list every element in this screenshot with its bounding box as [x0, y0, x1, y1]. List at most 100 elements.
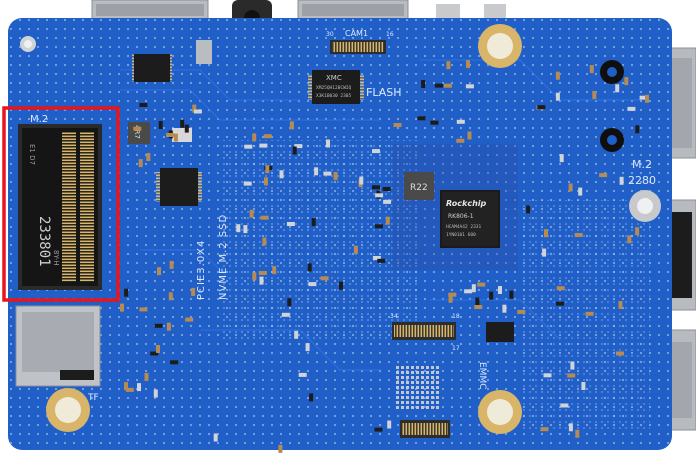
smd-part	[393, 123, 402, 127]
flash-brand: XMC	[326, 74, 342, 82]
smd-part	[467, 131, 472, 140]
smd-part	[585, 311, 594, 316]
smd-part	[124, 288, 129, 297]
smd-part	[372, 149, 380, 154]
smd-part	[575, 429, 580, 438]
flash-line1: XM25QH128CWIQ	[316, 85, 352, 91]
smd-part	[243, 181, 252, 186]
flash-line2: X3K1B030 2305	[316, 93, 352, 99]
conn-18: 18	[452, 313, 460, 320]
smd-part	[263, 134, 272, 139]
smd-part	[166, 133, 175, 137]
smd-part	[624, 77, 629, 86]
smd-part	[627, 106, 636, 111]
smd-part	[286, 222, 295, 226]
soc-brand: Rockchip	[446, 199, 487, 208]
smd-part	[320, 276, 329, 281]
smd-part	[619, 176, 624, 185]
m2-top-label: M.2	[30, 114, 48, 125]
emmc-label: EMMC	[477, 362, 487, 390]
smd-part	[137, 383, 141, 392]
smd-part	[385, 216, 390, 225]
cam1-connector: CAM1 30 16	[326, 29, 394, 54]
smd-part	[173, 133, 178, 142]
smd-part	[323, 171, 332, 176]
smd-part	[125, 387, 134, 392]
smd-part	[509, 290, 514, 299]
m2-left-mark: E1 D7	[28, 144, 36, 165]
smd-part	[333, 172, 338, 181]
smd-part	[326, 139, 330, 148]
smd-part	[615, 84, 620, 93]
cam1-label: CAM1	[345, 29, 368, 38]
smd-part	[540, 427, 549, 432]
smd-part	[154, 323, 163, 328]
smd-part	[278, 444, 283, 453]
smd-part	[265, 165, 270, 174]
smd-part	[489, 291, 494, 300]
smd-part	[555, 71, 560, 80]
smd-part	[294, 144, 303, 149]
smd-part	[599, 173, 608, 178]
smd-part	[279, 170, 284, 179]
highlight-box	[2, 106, 120, 302]
smd-part	[193, 109, 202, 114]
smd-part	[639, 95, 648, 100]
smd-part	[259, 143, 268, 148]
smd-part	[560, 403, 569, 408]
conn-34: 34	[390, 313, 398, 320]
conn-17: 17	[452, 345, 460, 352]
tf-slot: TF	[15, 305, 101, 403]
pcie-label: PCIE3.0X4	[196, 240, 207, 300]
nvme-label: NVME M.2 SSD	[218, 214, 229, 300]
smd-part	[375, 193, 384, 198]
smd-part	[272, 266, 277, 275]
smd-part	[502, 304, 507, 313]
smd-part	[339, 281, 343, 290]
smd-part	[133, 126, 142, 131]
smd-part	[498, 286, 502, 294]
smd-part	[146, 153, 151, 161]
soc-line2: 1YN0101 600	[446, 232, 476, 238]
smd-part	[374, 427, 383, 432]
smd-part	[559, 154, 564, 163]
smd-part	[477, 282, 486, 287]
flash-chip: XMC XM25QH128CWIQ X3K1B030 2305 FLASH	[308, 70, 402, 104]
smd-part	[252, 272, 257, 281]
smd-part	[305, 343, 310, 352]
smd-part	[542, 248, 547, 257]
bottom-connectors: 34 18 17 EMMC	[390, 313, 514, 438]
smd-part	[307, 263, 312, 272]
smd-part	[308, 282, 317, 287]
smd-part	[589, 65, 594, 74]
smd-part	[635, 227, 640, 236]
smd-part	[374, 224, 383, 229]
smd-part	[156, 345, 160, 353]
smd-part	[387, 420, 392, 429]
top-left-chips: 4R7	[128, 40, 212, 206]
smd-part	[184, 124, 189, 133]
soc-model: RK806-1	[448, 213, 474, 220]
smd-part	[446, 61, 451, 70]
smd-part	[372, 185, 380, 190]
smd-part	[430, 120, 439, 125]
smd-part	[645, 94, 649, 103]
m2-slot: 233801 E1 D7 8Y-H M.2	[18, 114, 102, 290]
smd-part	[465, 84, 474, 89]
smd-part	[448, 294, 453, 303]
smd-part	[578, 187, 583, 196]
smd-part	[158, 121, 163, 129]
smd-part	[474, 305, 483, 309]
smd-part	[618, 301, 623, 309]
traces	[120, 59, 640, 371]
smd-part	[294, 330, 299, 339]
svg-text:4R7: 4R7	[133, 125, 141, 139]
m2-right-silk: M.2 2280	[628, 158, 656, 187]
smd-part	[464, 289, 473, 294]
smd-part	[252, 133, 257, 142]
smd-part	[314, 167, 319, 176]
smd-part	[581, 382, 586, 390]
smd-part	[434, 83, 443, 88]
smd-part	[567, 373, 576, 378]
